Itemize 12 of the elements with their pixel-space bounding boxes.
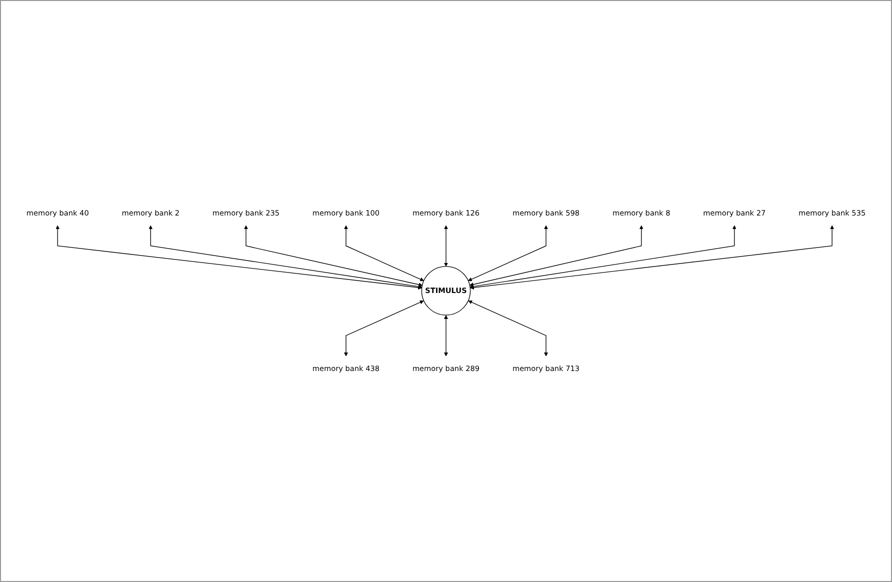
arrow: [344, 226, 424, 282]
arrow: [344, 300, 424, 357]
arrow: [444, 315, 448, 357]
arrow: [468, 300, 548, 357]
arrow: [470, 226, 736, 289]
arrow: [468, 226, 548, 282]
arrow: [56, 226, 422, 290]
arrow: [470, 226, 644, 287]
arrow: [244, 226, 422, 287]
arrow: [470, 226, 834, 290]
arrow: [444, 226, 448, 267]
arrow: [148, 226, 422, 289]
